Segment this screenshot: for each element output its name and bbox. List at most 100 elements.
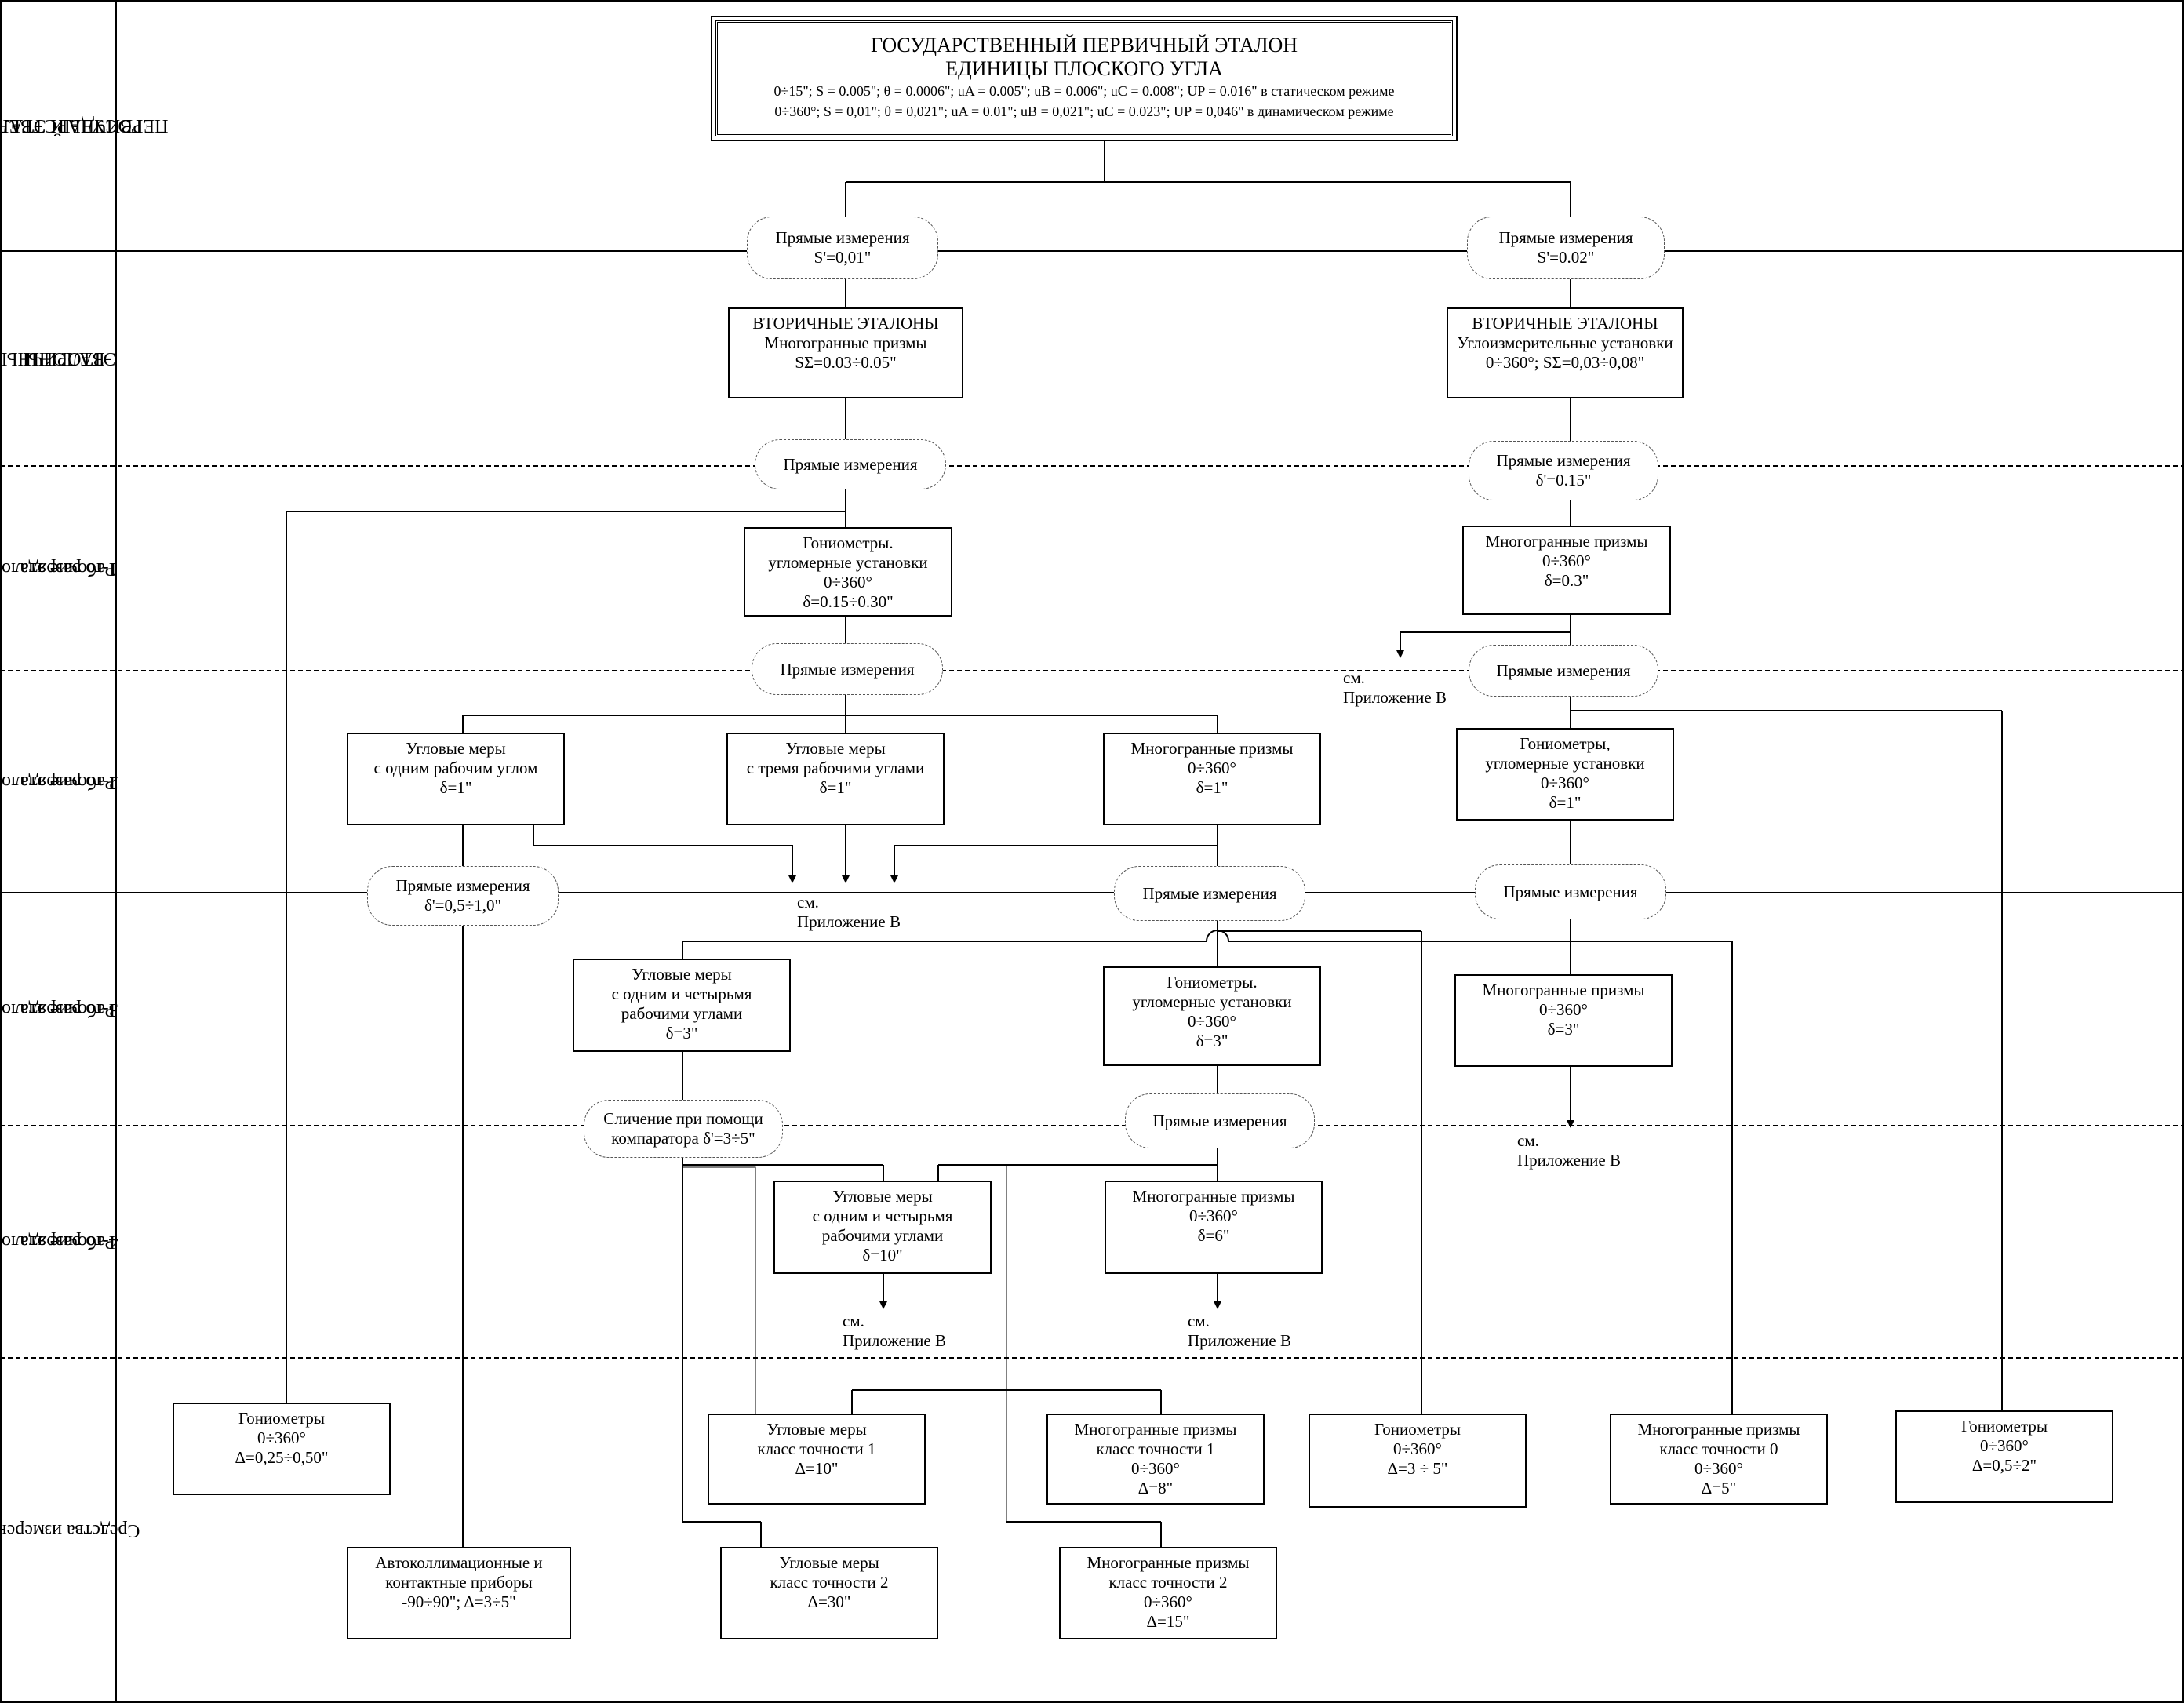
note-n1-line-1: см.: [1343, 668, 1365, 687]
box-m4-line-2: 0÷360°: [1393, 1439, 1442, 1458]
appendix-reference-n1: см.Приложение В: [1343, 668, 1447, 708]
appendix-reference-n5: см.Приложение В: [1188, 1312, 1291, 1351]
lane-label-rank4: Рабочие эталоны4-го разряда: [0, 1232, 118, 1252]
box-r2b-line-3: δ=1": [819, 778, 852, 797]
box-m7-line-3: -90÷90"; Δ=3÷5": [402, 1592, 516, 1611]
box-r3b-line-4: δ=3": [1196, 1032, 1228, 1050]
box-r3a-line-2: с одним и четырьмя: [611, 984, 752, 1003]
box-sec2-line-1: ВТОРИЧНЫЕ ЭТАЛОНЫ: [1472, 314, 1658, 333]
box-r2a-line-3: δ=1": [439, 778, 472, 797]
method-p5-line-1: Прямые измерения: [780, 659, 915, 679]
box-m1-line-2: 0÷360°: [257, 1428, 306, 1447]
box-r4a-line-1: Угловые меры: [832, 1187, 933, 1206]
method-p1-line-1: Прямые измерения: [775, 228, 910, 247]
box-sec1-line-2: Многогранные призмы: [764, 333, 927, 352]
box-m2-line-1: Угловые меры: [766, 1420, 867, 1439]
box-sec2-line-3: 0÷360°; SΣ=0,03÷0,08": [1485, 353, 1645, 372]
box-r2b-line-1: Угловые меры: [785, 739, 886, 758]
method-p1-line-2: S'=0,01": [814, 248, 872, 267]
box-r3c-line-1: Многогранные призмы: [1482, 981, 1645, 999]
box-r1b-line-2: 0÷360°: [1542, 551, 1591, 570]
note-n3-line-1: см.: [1517, 1131, 1539, 1150]
box-r1a-line-3: 0÷360°: [824, 573, 872, 591]
box-m4-line-1: Гониометры: [1374, 1420, 1461, 1439]
box-r4b-line-3: δ=6": [1197, 1226, 1230, 1245]
box-m6-line-3: Δ=0,5÷2": [1971, 1456, 2037, 1475]
method-p9-line-1: Прямые измерения: [1503, 882, 1638, 901]
box-r3c-line-2: 0÷360°: [1539, 1000, 1588, 1019]
primary-spec-static: 0÷15"; S = 0.005"; θ = 0.0006"; uA = 0.0…: [774, 83, 1395, 99]
primary-title-line1: ГОСУДАРСТВЕННЫЙ ПЕРВИЧНЫЙ ЭТАЛОН: [870, 34, 1298, 56]
box-m2-line-2: класс точности 1: [757, 1439, 876, 1458]
box-m6-line-1: Гониометры: [1960, 1417, 2048, 1436]
box-m1-line-1: Гониометры: [238, 1409, 326, 1428]
box-m2-line-3: Δ=10": [795, 1459, 839, 1478]
method-p11-line-1: Прямые измерения: [1152, 1111, 1287, 1130]
lane-label-rank2: Рабочие эталоны2-го разряда: [0, 771, 118, 792]
box-r3a-line-1: Угловые меры: [632, 965, 732, 984]
box-sec2-line-2: Углоизмерительные установки: [1457, 333, 1673, 352]
note-n1-line-2: Приложение В: [1343, 688, 1447, 707]
note-n2-line-1: см.: [797, 893, 819, 912]
box-sec1-line-3: SΣ=0.03÷0.05": [795, 353, 897, 372]
lane-label-rank1: Рабочие эталоны1-го разряда: [0, 558, 118, 579]
box-r2d-line-2: угломерные установки: [1485, 754, 1645, 773]
method-p6-line-1: Прямые измерения: [1496, 660, 1631, 680]
method-p4-line-1: Прямые измерения: [1496, 451, 1631, 470]
box-r3b-line-2: угломерные установки: [1132, 992, 1292, 1011]
note-n4-line-1: см.: [843, 1312, 864, 1330]
box-r3a-line-3: рабочими углами: [621, 1004, 743, 1023]
box-r4a-line-2: с одним и четырьмя: [812, 1206, 953, 1225]
box-r4a-line-3: рабочими углами: [821, 1226, 944, 1245]
measurement-method-p9: Прямые измерения: [1475, 864, 1666, 919]
box-m5-line-1: Многогранные призмы: [1637, 1420, 1800, 1439]
primary-standard-box: ГОСУДАРСТВЕННЫЙ ПЕРВИЧНЫЙ ЭТАЛОН ЕДИНИЦЫ…: [711, 16, 1458, 141]
box-m3-line-1: Многогранные призмы: [1074, 1420, 1237, 1439]
method-p10-line-2: компаратора δ'=3÷5": [611, 1129, 755, 1148]
box-m5-line-4: Δ=5": [1701, 1479, 1737, 1497]
box-m9-line-4: Δ=15": [1146, 1612, 1190, 1631]
box-m8-line-1: Угловые меры: [779, 1553, 879, 1572]
lane-label-rank3: Рабочие эталоны3-го разряда: [0, 999, 118, 1020]
box-m7-line-2: контактные приборы: [385, 1573, 533, 1592]
box-m7-line-1: Автоколлимационные и: [375, 1553, 543, 1572]
box-r2c-line-3: δ=1": [1196, 778, 1228, 797]
method-p7-line-2: δ'=0,5÷1,0": [424, 896, 502, 915]
box-r2d-line-1: Гониометры,: [1520, 734, 1611, 753]
box-r4b-line-1: Многогранные призмы: [1132, 1187, 1295, 1206]
method-p8-line-1: Прямые измерения: [1142, 883, 1277, 903]
box-m1-line-3: Δ=0,25÷0,50": [235, 1448, 329, 1467]
box-r1b-line-1: Многогранные призмы: [1485, 532, 1648, 551]
box-r2c-line-2: 0÷360°: [1188, 759, 1236, 777]
measurement-method-p5: Прямые измерения: [752, 643, 943, 695]
primary-title-line2: ЕДИНИЦЫ ПЛОСКОГО УГЛА: [945, 57, 1223, 80]
box-m3-line-4: Δ=8": [1138, 1479, 1174, 1497]
box-m8-line-2: класс точности 2: [770, 1573, 889, 1592]
box-r2a-line-2: с одним рабочим углом: [373, 759, 538, 777]
method-p2-line-2: S'=0.02": [1537, 248, 1595, 267]
box-r2b-line-2: с тремя рабочими углами: [746, 759, 925, 777]
box-r3b-line-3: 0÷360°: [1188, 1012, 1236, 1031]
method-p7-line-1: Прямые измерения: [395, 876, 530, 895]
box-r1a-line-2: угломерные установки: [768, 553, 928, 572]
